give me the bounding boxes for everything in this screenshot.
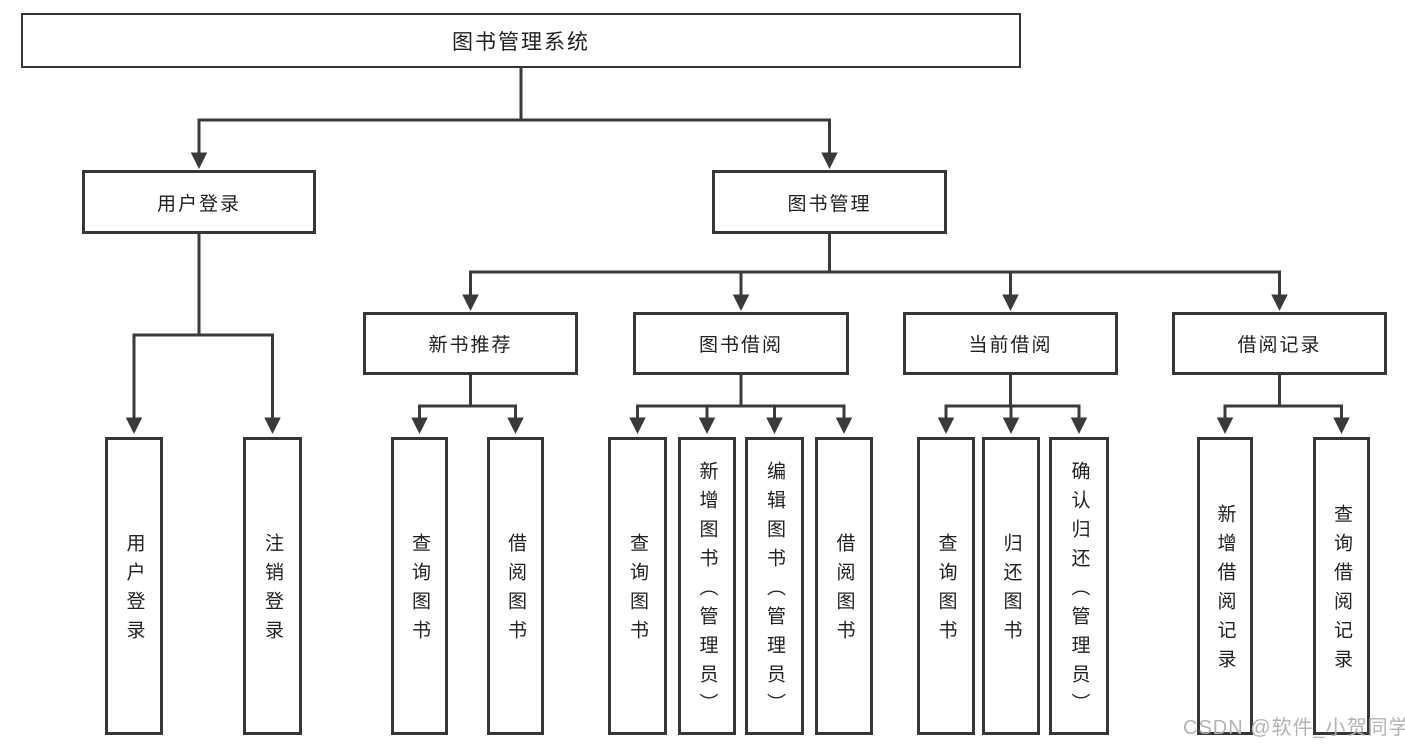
- leaf-borrowing-borrow-books-label: 借阅图书: [833, 533, 855, 649]
- leaf-edit-books-admin-label: 编辑图书（管理员）: [764, 460, 785, 722]
- node-book-management-label: 图书管理: [787, 193, 872, 215]
- node-borrowing-records: 借阅记录: [1172, 312, 1387, 375]
- leaf-add-books-admin: 新增图书（管理员）: [678, 437, 736, 735]
- node-root: 图书管理系统: [21, 13, 1021, 68]
- node-new-book-recommend-label: 新书推荐: [428, 335, 513, 356]
- leaf-user-login-label: 用户登录: [123, 533, 145, 649]
- node-book-management: 图书管理: [712, 170, 947, 234]
- leaf-add-borrow-record-label: 新增借阅记录: [1214, 504, 1236, 678]
- leaf-query-borrow-record: 查询借阅记录: [1313, 437, 1370, 735]
- leaf-current-query-books-label: 查询图书: [935, 533, 957, 649]
- csdn-watermark: CSDN @软件_小贺同学: [1183, 717, 1405, 739]
- leaf-recommend-query-books-label: 查询图书: [409, 533, 430, 649]
- leaf-return-books: 归还图书: [982, 437, 1040, 735]
- leaf-add-books-admin-label: 新增图书（管理员）: [696, 460, 718, 722]
- node-current-borrowing: 当前借阅: [903, 312, 1118, 375]
- leaf-edit-books-admin: 编辑图书（管理员）: [745, 437, 804, 735]
- node-book-borrowing-label: 图书借阅: [698, 335, 783, 356]
- leaf-logout: 注销登录: [243, 437, 302, 735]
- leaf-current-query-books: 查询图书: [917, 437, 975, 735]
- node-user-login-label: 用户登录: [156, 193, 241, 215]
- leaf-borrowing-query-books-label: 查询图书: [627, 533, 648, 649]
- leaf-recommend-borrow-books-label: 借阅图书: [505, 533, 526, 649]
- leaf-confirm-return-admin-label: 确认归还（管理员）: [1068, 460, 1090, 722]
- leaf-query-borrow-record-label: 查询借阅记录: [1331, 504, 1352, 678]
- leaf-user-login: 用户登录: [105, 437, 163, 735]
- node-root-label: 图书管理系统: [452, 30, 590, 54]
- leaf-recommend-borrow-books: 借阅图书: [487, 437, 544, 735]
- leaf-borrowing-query-books: 查询图书: [608, 437, 667, 735]
- leaf-add-borrow-record: 新增借阅记录: [1197, 437, 1253, 735]
- node-book-borrowing: 图书借阅: [633, 312, 849, 375]
- node-user-login: 用户登录: [82, 170, 316, 234]
- node-new-book-recommend: 新书推荐: [363, 312, 578, 375]
- node-borrowing-records-label: 借阅记录: [1237, 335, 1322, 356]
- leaf-logout-label: 注销登录: [262, 533, 283, 649]
- leaf-confirm-return-admin: 确认归还（管理员）: [1049, 437, 1109, 735]
- node-current-borrowing-label: 当前借阅: [968, 335, 1053, 356]
- leaf-return-books-label: 归还图书: [1000, 533, 1022, 649]
- leaf-recommend-query-books: 查询图书: [391, 437, 448, 735]
- leaf-borrowing-borrow-books: 借阅图书: [815, 437, 873, 735]
